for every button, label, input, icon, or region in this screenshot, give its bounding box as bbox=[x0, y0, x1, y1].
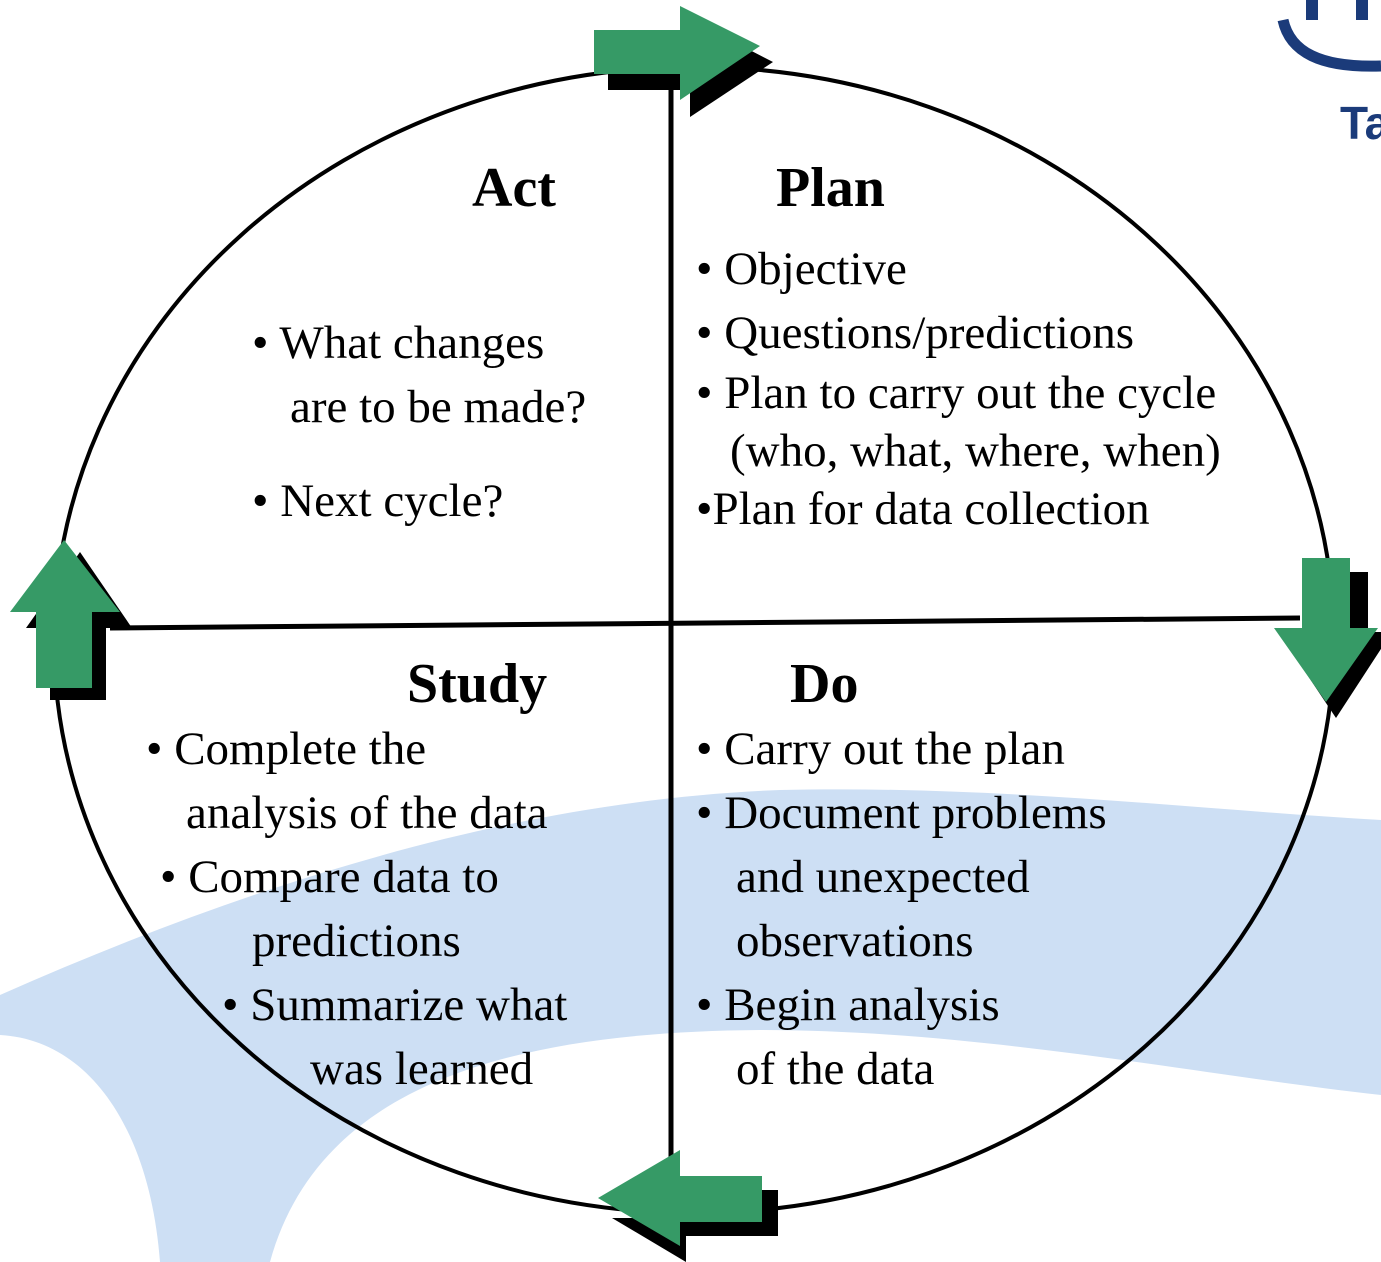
study-item: analysis of the data bbox=[186, 787, 548, 839]
study-item: • Summarize what bbox=[222, 979, 568, 1031]
do-item: and unexpected bbox=[736, 851, 1030, 903]
act-item: • Next cycle? bbox=[252, 475, 504, 527]
plan-item: •Plan for data collection bbox=[696, 483, 1150, 535]
logo bbox=[1277, 0, 1381, 72]
study-item: • Complete the bbox=[146, 723, 427, 775]
arrow-down-right-icon bbox=[1274, 558, 1381, 718]
do-title: Do bbox=[790, 653, 859, 715]
plan-item: • Plan to carry out the cycle bbox=[696, 367, 1217, 419]
study-item: predictions bbox=[252, 915, 461, 967]
do-item: • Begin analysis bbox=[696, 979, 1000, 1031]
arrow-up-left-icon bbox=[10, 540, 132, 700]
logo-mark-icon bbox=[1277, 18, 1381, 72]
do-item: • Carry out the plan bbox=[696, 723, 1065, 775]
study-title: Study bbox=[407, 653, 548, 715]
act-item: • What changes bbox=[252, 317, 545, 369]
horizontal-divider bbox=[109, 615, 1301, 631]
plan-title: Plan bbox=[776, 157, 885, 219]
plan-item: • Objective bbox=[696, 243, 907, 295]
arrow-right-top-icon bbox=[594, 6, 773, 117]
logo-text: Ta bbox=[1340, 97, 1381, 149]
arrow-left-bottom-icon bbox=[598, 1150, 778, 1262]
study-item: • Compare data to bbox=[160, 851, 499, 903]
background-wave bbox=[0, 789, 1381, 1262]
do-item: of the data bbox=[736, 1043, 935, 1095]
do-item: • Document problems bbox=[696, 787, 1107, 839]
act-title: Act bbox=[472, 157, 556, 219]
plan-item: • Questions/predictions bbox=[696, 307, 1135, 359]
act-item: are to be made? bbox=[290, 381, 587, 433]
logo-mark-icon-stroke bbox=[1306, 0, 1368, 20]
plan-item: (who, what, where, when) bbox=[730, 425, 1221, 477]
do-item: observations bbox=[736, 915, 974, 967]
study-item: was learned bbox=[310, 1043, 534, 1095]
